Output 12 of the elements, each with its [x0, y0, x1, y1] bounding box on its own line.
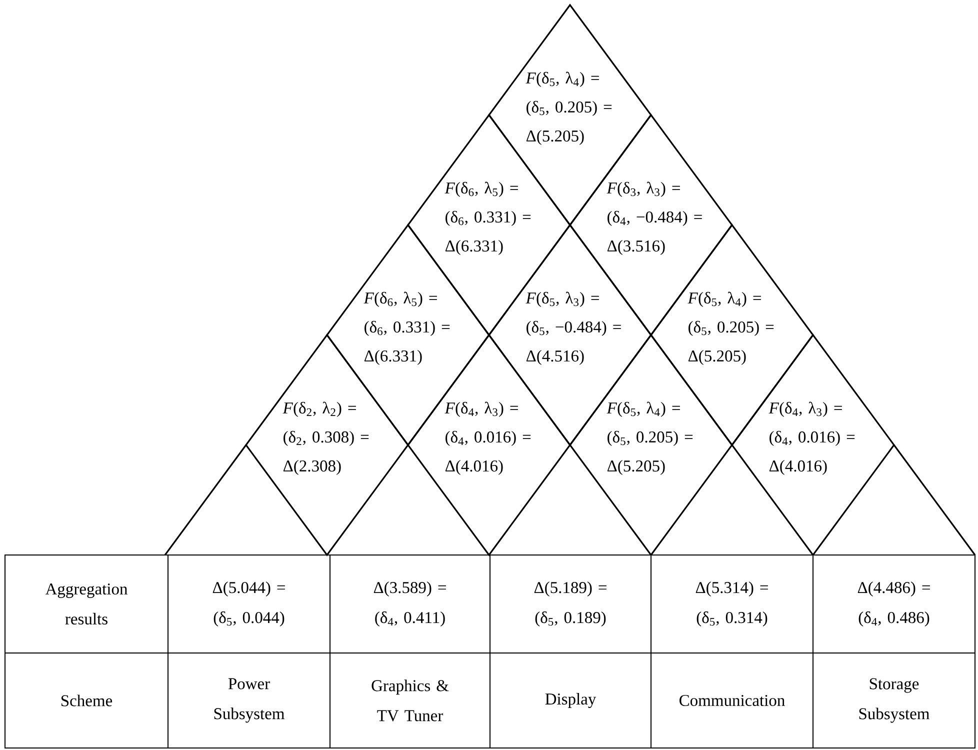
- table-cell: Storage Subsystem: [812, 652, 976, 748]
- table-cell: Δ(5.314) = (δ$_{5}$, 0.314): [650, 554, 814, 654]
- table-cell: Δ(5.044) = (δ$_{5}$, 0.044): [168, 554, 330, 654]
- table-cell: Display: [490, 652, 652, 748]
- table-cell: Δ(5.189) = (δ$_{5}$, 0.189): [490, 554, 652, 654]
- table-cell: Aggregation results: [4, 554, 168, 654]
- table-cell: Communication: [650, 652, 814, 748]
- table-cell: Graphics & TV Tuner: [330, 652, 490, 748]
- table-cell: Δ(3.589) = (δ$_{4}$, 0.411): [330, 554, 490, 654]
- table-cell: Power Subsystem: [168, 652, 330, 748]
- table-cell: Δ(4.486) = (δ$_{4}$, 0.486): [812, 554, 976, 654]
- table-cell: Scheme: [4, 652, 168, 748]
